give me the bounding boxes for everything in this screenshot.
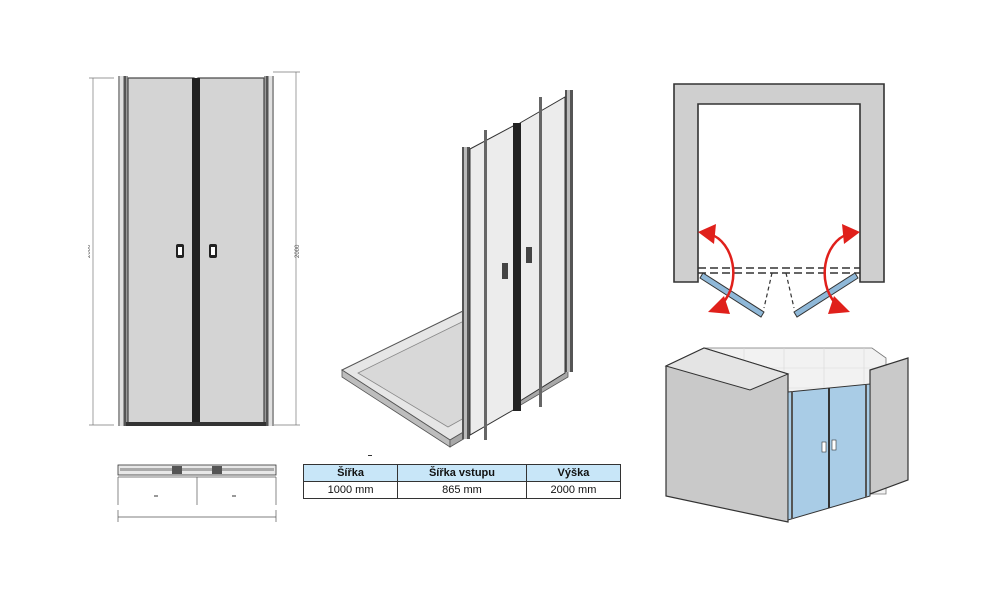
header-height: Výška	[525, 464, 622, 482]
top-plan-drawing	[112, 460, 284, 524]
height-label-left: 2000	[88, 244, 92, 258]
value-width: 1000 mm	[302, 481, 399, 499]
dash-mark	[368, 455, 372, 456]
value-entry-width: 865 mm	[397, 481, 527, 499]
value-height: 2000 mm	[525, 481, 622, 499]
header-width: Šířka	[302, 464, 399, 482]
isometric-drawing	[340, 85, 590, 455]
door-swing-diagram	[672, 82, 894, 328]
header-entry-width: Šířka vstupu	[397, 464, 527, 482]
front-elevation-drawing: 2000 2000	[88, 68, 313, 438]
specification-table: Šířka Šířka vstupu Výška 1000 mm 865 mm …	[302, 464, 622, 499]
table-header-row: Šířka Šířka vstupu Výška	[302, 464, 622, 482]
room-3d-view	[664, 344, 910, 524]
table-row: 1000 mm 865 mm 2000 mm	[302, 481, 622, 499]
height-label-right: 2000	[295, 244, 301, 258]
